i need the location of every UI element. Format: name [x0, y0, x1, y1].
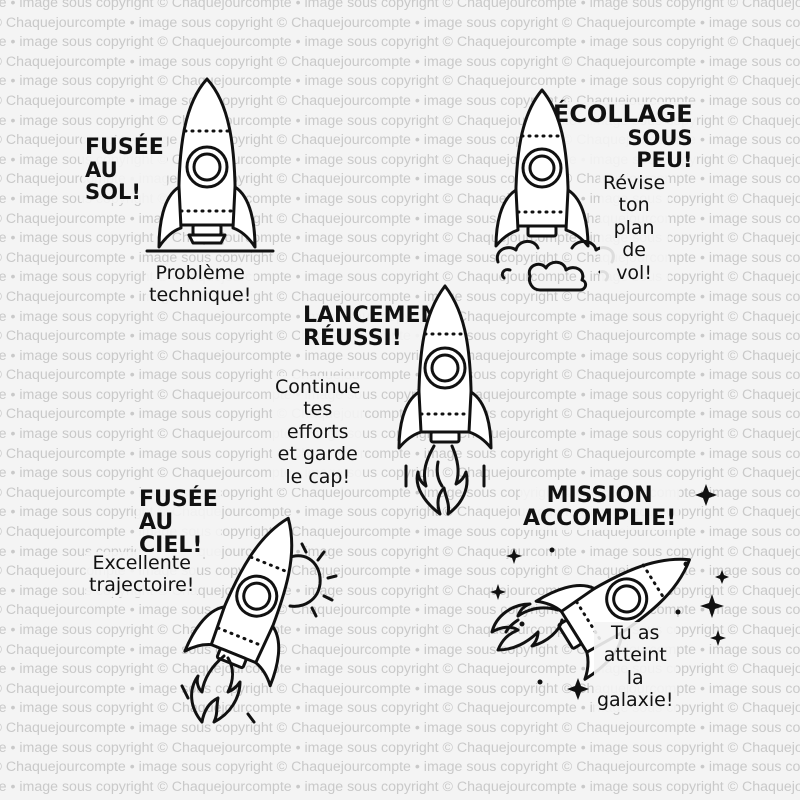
message-line: Tu as	[611, 622, 660, 644]
sun-icon	[286, 542, 338, 618]
message-line: atteint la	[603, 644, 667, 689]
message-line: technique!	[149, 284, 252, 307]
flame-icon	[490, 602, 564, 652]
watermark-line: compte • image sous copyright © Chaquejo…	[0, 34, 800, 51]
message-line: ton plan	[613, 194, 655, 239]
stamp-message: Excellente trajectoire!	[86, 552, 198, 597]
stamp-title: MISSION ACCOMPLIE!	[520, 483, 680, 532]
watermark-line: right © Chaquejourcompte • image sous co…	[0, 53, 800, 70]
title-line: LANCEMENT	[303, 303, 454, 328]
title-line: ACCOMPLIE!	[523, 506, 677, 532]
message-line: le cap!	[285, 465, 351, 488]
rocket-icon	[145, 77, 275, 253]
stamp-message: Continue tes efforts et garde le cap!	[272, 376, 364, 489]
message-line: galaxie!	[597, 689, 674, 712]
message-line: trajectoire!	[89, 574, 195, 597]
watermark-line: right © Chaquejourcompte • image sous co…	[0, 210, 800, 227]
watermark-line: right © Chaquejourcompte • image sous co…	[0, 14, 800, 31]
message-line: Continue	[275, 376, 361, 398]
title-line: AU SOL!	[85, 158, 141, 205]
title-line: SOUS PEU!	[627, 126, 693, 173]
message-line: Problème	[155, 262, 245, 284]
message-line: et garde	[277, 443, 358, 466]
watermark-line: right © Chaquejourcompte • image sous co…	[0, 249, 800, 266]
watermark-line: right © Chaquejourcompte • image sous co…	[0, 719, 800, 736]
watermark-line: compte • image sous copyright © Chaquejo…	[0, 73, 800, 90]
flame-icon	[180, 654, 256, 724]
message-line: Excellente	[92, 552, 191, 574]
rocket-icon	[494, 88, 590, 248]
message-line: Révise	[603, 172, 666, 194]
watermark-line: compte • image sous copyright © Chaquejo…	[0, 778, 800, 795]
title-line: MISSION	[546, 483, 653, 508]
message-line: tes efforts	[286, 398, 349, 443]
stamp-title: FUSÉE AU CIEL!	[136, 488, 221, 557]
watermark-line: compte • image sous copyright © Chaquejo…	[0, 230, 800, 247]
title-line: AU CIEL!	[139, 510, 203, 559]
watermark-line: right © Chaquejourcompte • image sous co…	[0, 759, 800, 776]
stamp-message: Tu as atteint la galaxie!	[594, 622, 677, 712]
rocket-icon	[183, 516, 294, 688]
flame-icon	[404, 444, 486, 516]
sparkle-star-icon	[490, 484, 729, 700]
title-line: RÉUSSI!	[303, 326, 402, 352]
title-line: FUSÉE	[139, 487, 218, 512]
message-line: de vol!	[616, 239, 652, 284]
rocket-icon	[397, 284, 493, 450]
stamp-message: Révise ton plan de vol!	[600, 172, 669, 285]
title-line: FUSÉE	[85, 135, 164, 160]
watermark-line: compte • image sous copyright © Chaquejo…	[0, 0, 800, 11]
stamp-title: FUSÉE AU SOL!	[82, 136, 167, 203]
watermark-line: compte • image sous copyright © Chaquejo…	[0, 739, 800, 756]
stamp-message: Problème technique!	[146, 262, 255, 307]
